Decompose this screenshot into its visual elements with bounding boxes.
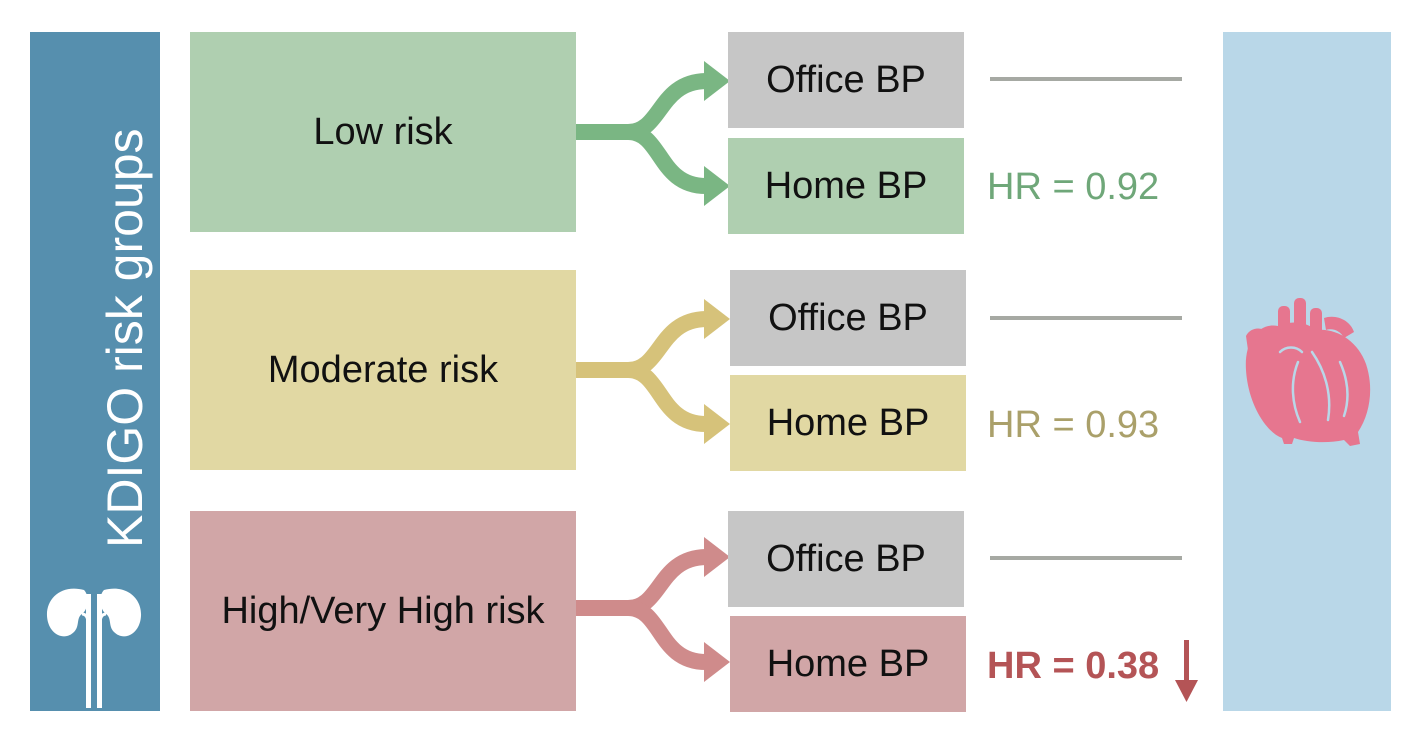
kdigo-sidebar — [30, 32, 160, 711]
moderate-home-hr: HR = 0.93 — [987, 404, 1160, 446]
high-office-bp-box: Office BP — [728, 511, 964, 607]
moderate-office-arrowhead — [704, 299, 730, 339]
moderate-home-bp-box: Home BP — [730, 375, 966, 471]
low-home-bp-box: Home BP — [728, 138, 964, 234]
group-high-risk: High/Very High risk — [190, 511, 576, 711]
moderate-office-bp-box: Office BP — [730, 270, 966, 366]
moderate-risk-arrows — [576, 311, 707, 432]
moderate-home-arrowhead — [704, 404, 730, 444]
low-risk-arrows — [576, 73, 707, 194]
group-moderate-risk: Moderate risk — [190, 270, 576, 470]
high-risk-arrows — [576, 549, 707, 670]
low-office-arrowhead — [704, 61, 730, 101]
heart-icon — [1245, 298, 1371, 446]
high-office-arrowhead — [704, 537, 730, 577]
moderate-office-no-effect-line — [990, 316, 1182, 320]
low-office-no-effect-line — [990, 77, 1182, 81]
low-office-bp-box: Office BP — [728, 32, 964, 128]
low-home-arrowhead — [704, 166, 730, 206]
high-home-arrowhead — [704, 642, 730, 682]
down-arrow-icon — [1175, 640, 1198, 702]
low-home-hr: HR = 0.92 — [987, 166, 1160, 208]
high-home-bp-box: Home BP — [730, 616, 966, 712]
group-low-risk: Low risk — [190, 32, 576, 232]
kidney-icon — [46, 588, 142, 708]
high-home-hr: HR = 0.38 — [987, 645, 1160, 687]
high-office-no-effect-line — [990, 556, 1182, 560]
